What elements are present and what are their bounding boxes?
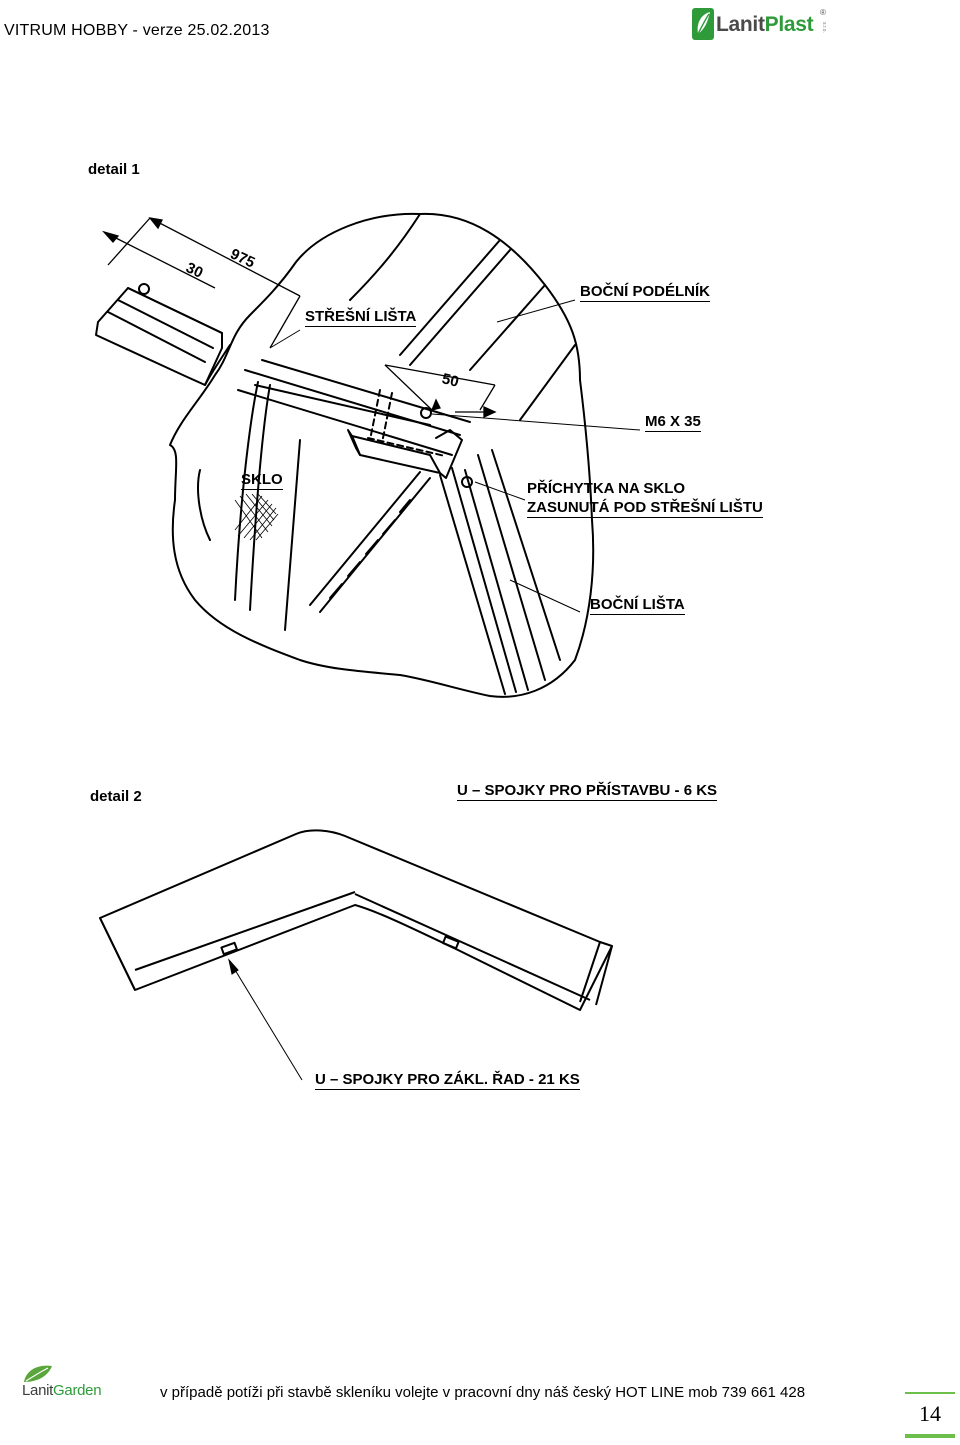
leaf-icon bbox=[24, 1365, 52, 1382]
page-number-box: 14 bbox=[905, 1392, 955, 1438]
label-prichytka-line2: ZASUNUTÁ POD STŘEŠNÍ LIŠTU bbox=[527, 499, 763, 518]
logo-text-lanit: Lanit bbox=[716, 13, 765, 36]
page-number-rule-bottom bbox=[905, 1434, 955, 1438]
detail-2-title: U – SPOJKY PRO PŘÍSTAVBU - 6 KS bbox=[457, 782, 718, 801]
detail-2-label: detail 2 bbox=[90, 788, 142, 805]
logo-text-lanit: Lanit bbox=[22, 1382, 54, 1399]
page-number: 14 bbox=[919, 1401, 941, 1426]
leaf-icon bbox=[692, 8, 714, 40]
label-sklo: SKLO bbox=[241, 471, 283, 490]
label-m6x35: M6 X 35 bbox=[645, 413, 701, 432]
lanitgarden-logo: LanitGarden bbox=[18, 1362, 118, 1406]
logo-registered-mark: ® bbox=[820, 8, 826, 17]
logo-company-suffix: s.r.o. bbox=[821, 22, 827, 33]
glass-hatch bbox=[234, 493, 279, 541]
label-bocni-lista: BOČNÍ LIŠTA bbox=[590, 596, 685, 615]
detail-1-label: detail 1 bbox=[88, 161, 140, 178]
page-number-rule-top bbox=[905, 1392, 955, 1394]
hotline-text: v případě potíži při stavbě skleníku vol… bbox=[160, 1384, 806, 1401]
label-stresni-lista: STŘEŠNÍ LIŠTA bbox=[305, 308, 417, 327]
logo-text-garden: Garden bbox=[53, 1382, 102, 1399]
label-u-spojky-zakl: U – SPOJKY PRO ZÁKL. ŘAD - 21 KS bbox=[315, 1071, 580, 1090]
logo-text-plast: Plast bbox=[764, 13, 814, 36]
label-prichytka-line1: PŘÍCHYTKA NA SKLO bbox=[527, 480, 686, 497]
document-header-title: VITRUM HOBBY - verze 25.02.2013 bbox=[4, 22, 270, 39]
detail-1-outline bbox=[169, 212, 595, 698]
label-bocni-podelnik: BOČNÍ PODÉLNÍK bbox=[580, 283, 711, 302]
u-connector-outline bbox=[99, 829, 613, 1011]
lanitplast-logo: LanitPlast ® s.r.o. bbox=[690, 4, 830, 44]
